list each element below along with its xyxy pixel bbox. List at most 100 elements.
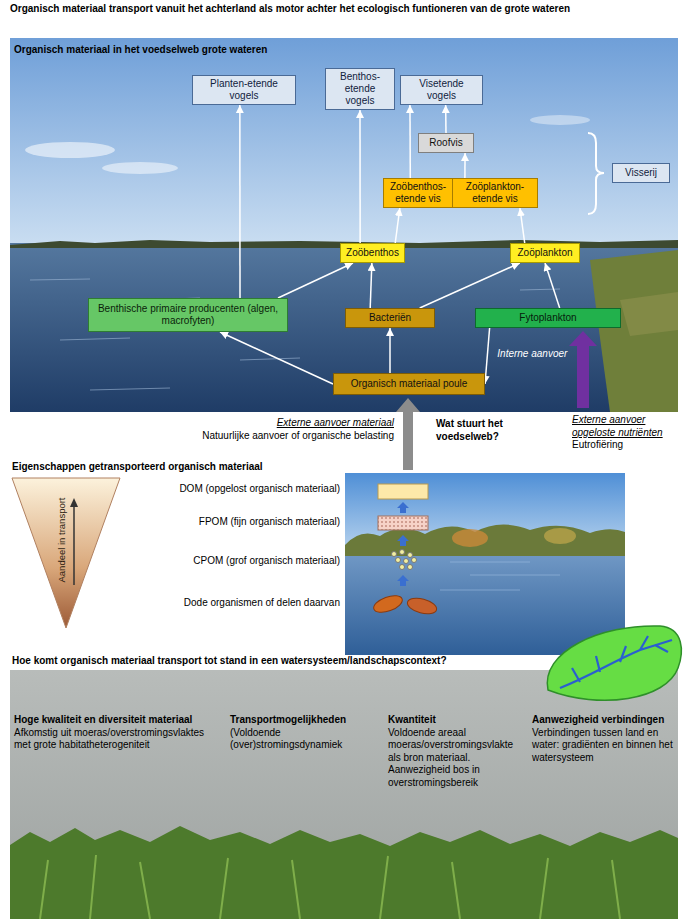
zoo-box: Zoöbenthos (340, 243, 405, 263)
text-group: Externe aanvoer opgeloste nutriëntenEutr… (572, 414, 678, 452)
small-up-arrow (397, 575, 409, 586)
food-web-arrow (520, 208, 525, 243)
share-triangle (12, 478, 120, 628)
node-text: Organisch materiaal poule (338, 378, 480, 390)
node-text: Planten-etende vogels (197, 78, 291, 102)
nutrient-supply-arrow (569, 331, 597, 408)
supply-text: Eutrofiëring (572, 439, 678, 452)
section-heading: Eigenschappen getransporteerd organisch … (12, 461, 342, 474)
particle (412, 558, 417, 563)
material-label: Dode organismen of delen daarvan (118, 597, 340, 610)
reflections (440, 562, 560, 590)
supply-heading: Externe aanvoer opgeloste nutriënten (572, 414, 678, 439)
material-label: DOM (opgelost organisch materiaal) (118, 483, 340, 496)
particle (400, 550, 405, 555)
autumn-tree (452, 529, 488, 547)
column-text: Voldoende areaal moeras/overstromingsvla… (388, 727, 526, 790)
column-heading: Hoge kwaliteit en diversiteit materiaal (14, 714, 219, 727)
column-heading: Transportmogelijkheden (230, 714, 380, 727)
food-web-arrow (370, 263, 372, 308)
cloud (530, 115, 590, 125)
text-group: Externe aanvoer materiaalNatuurlijke aan… (146, 417, 394, 442)
bird-box: Visserij (612, 163, 670, 183)
zoo-box: Zoöplankton (510, 243, 580, 263)
material-label: CPOM (grof organisch materiaal) (118, 555, 340, 568)
producer-box: Benthische primaire producenten (algen, … (88, 298, 288, 332)
grass (10, 826, 678, 919)
node-text: Zoöplankton (515, 247, 575, 259)
column-text: Verbindingen tussen land en water: gradi… (532, 727, 678, 765)
particle (400, 565, 405, 570)
food-web-arrow (239, 105, 241, 298)
food-web-arrow (395, 208, 400, 243)
share-arrow (73, 505, 75, 585)
text-group: Transportmogelijkheden(Voldoende (over)s… (230, 714, 380, 752)
food-web-arrow (545, 263, 560, 308)
phytoplankton-box: Fytoplankton (475, 308, 621, 328)
node-text: Zoöbenthos (345, 247, 400, 259)
river-bank (590, 250, 678, 412)
node-text: Roofvis (423, 137, 469, 149)
grass-blades (40, 855, 620, 919)
fish-box: Zoöbenthos-etende vis (383, 178, 453, 208)
edge-label: Interne aanvoer (497, 348, 567, 361)
dom-sample (378, 484, 428, 499)
landscape-icon (547, 626, 681, 700)
leaf (406, 595, 439, 616)
text-group: Aanwezigheid verbindingenVerbindingen tu… (532, 714, 678, 764)
food-web-arrow (445, 105, 447, 133)
food-web-arrow (278, 263, 353, 298)
particle (408, 565, 413, 570)
material-supply-arrow (396, 398, 420, 470)
bacteria-box: Bacteriën (345, 308, 435, 328)
particle (404, 559, 409, 564)
text-group: Hoge kwaliteit en diversiteit materiaalA… (14, 714, 219, 752)
cloud (102, 162, 178, 174)
food-web-arrow (409, 105, 411, 178)
column-text: Afkomstig uit moeras/overstromingsvlakte… (14, 727, 219, 752)
diagram-title: Organisch materiaal transport vanuit het… (10, 3, 678, 16)
food-web-arrow (389, 328, 391, 373)
node-text: Bacteriën (350, 312, 430, 324)
river-network (560, 636, 672, 688)
leaf (372, 592, 405, 615)
autumn-tree (544, 528, 576, 544)
fish-box: Zoöplankton-etende vis (452, 178, 538, 208)
section-heading: Hoe komt organisch materiaal transport t… (12, 655, 532, 668)
node-text: Visserij (617, 167, 665, 179)
food-web-arrow (464, 153, 466, 178)
material-label: FPOM (fijn organisch materiaal) (118, 516, 340, 529)
column-text: (Voldoende (over)stromingsdynamiek (230, 727, 380, 752)
food-web-arrow (485, 328, 490, 384)
axis-label: Aandeel in transport (55, 485, 69, 595)
column-heading: Aanwezigheid verbindingen (532, 714, 678, 727)
food-web-arrow (420, 263, 520, 308)
sky (10, 38, 678, 244)
node-text: Benthische primaire producenten (algen, … (93, 303, 283, 327)
node-text: Visetende vogels (405, 78, 478, 102)
bird-box: Visetende vogels (400, 75, 483, 105)
node-text: Fytoplankton (480, 312, 616, 324)
node-text: Zoöplankton-etende vis (457, 181, 533, 205)
bank-grass (620, 292, 678, 336)
bird-box: Planten-etende vogels (192, 75, 296, 105)
fpom-sample (378, 516, 428, 530)
small-up-arrow (397, 502, 409, 513)
supply-text: Natuurlijke aanvoer of organische belast… (146, 430, 394, 443)
bird-box: Benthos-etende vogels (325, 68, 395, 110)
particle (408, 553, 413, 558)
column-heading: Kwantiteit (388, 714, 526, 727)
text-group: KwantiteitVoldoende areaal moeras/overst… (388, 714, 526, 789)
food-web-arrow (359, 110, 361, 243)
node-text: Zoöbenthos-etende vis (388, 181, 448, 205)
node-text: Benthos-etende vogels (330, 71, 390, 107)
food-web-arrow (220, 332, 333, 384)
particle (396, 558, 401, 563)
water (10, 243, 678, 412)
predator-box: Roofvis (418, 133, 474, 153)
supply-heading: Externe aanvoer materiaal (146, 417, 394, 430)
cloud (25, 142, 115, 158)
